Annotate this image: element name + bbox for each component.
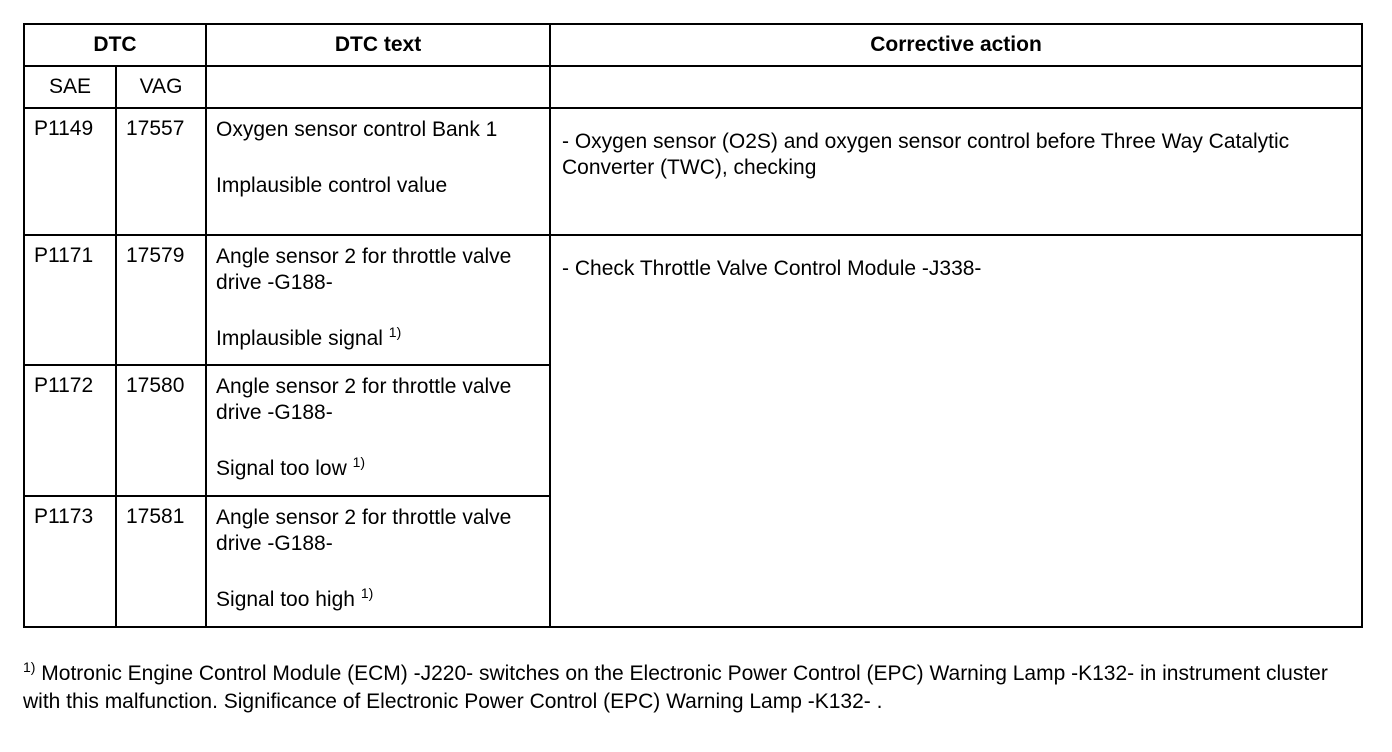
dtc-text-cell: Oxygen sensor control Bank 1 Implausible… xyxy=(205,107,552,236)
table-row: P1172 17580 Angle sensor 2 for throttle … xyxy=(23,364,1362,497)
table-subheader-row: SAE VAG xyxy=(23,65,1364,109)
vag-code: 17580 xyxy=(114,364,208,497)
header-dtc: DTC xyxy=(22,23,208,67)
table-row: P1173 17581 Angle sensor 2 for throttle … xyxy=(23,495,1362,628)
footnote-ref: 1) xyxy=(388,324,402,340)
dtc-condition-line: Signal too low 1) xyxy=(216,454,541,482)
footnote: 1) Motronic Engine Control Module (ECM) … xyxy=(23,660,1368,716)
dtc-text-cell: Angle sensor 2 for throttle valve drive … xyxy=(205,495,552,628)
subheader-sae: SAE xyxy=(23,65,117,109)
corrective-action-text: - Oxygen sensor (O2S) and oxygen sensor … xyxy=(562,130,1290,179)
vag-code: 17557 xyxy=(114,107,208,236)
sae-code: P1172 xyxy=(23,364,117,497)
dtc-description: Oxygen sensor control Bank 1 xyxy=(216,118,498,141)
dtc-description: Angle sensor 2 for throttle valve drive … xyxy=(216,245,512,294)
footnote-ref: 1) xyxy=(360,585,374,601)
subheader-empty-action xyxy=(549,65,1364,109)
dtc-description: Angle sensor 2 for throttle valve drive … xyxy=(216,375,512,424)
table-row: P1171 17579 Angle sensor 2 for throttle … xyxy=(23,234,1364,628)
footnote-marker: 1) xyxy=(23,659,36,675)
dtc-condition: Signal too low xyxy=(216,457,347,480)
table-row: P1149 17557 Oxygen sensor control Bank 1… xyxy=(23,107,1364,236)
dtc-condition: Signal too high xyxy=(216,588,355,611)
footnote-ref: 1) xyxy=(352,454,366,470)
dtc-condition: Implausible control value xyxy=(216,174,448,197)
vag-code: 17579 xyxy=(114,234,208,366)
dtc-condition: Implausible signal xyxy=(216,327,383,350)
header-dtc-text: DTC text xyxy=(205,23,552,67)
vag-code: 17581 xyxy=(114,495,208,628)
sae-code: P1173 xyxy=(23,495,117,628)
table-header-row: DTC DTC text Corrective action xyxy=(22,23,1364,67)
sae-code: P1149 xyxy=(23,107,117,236)
subheader-vag: VAG xyxy=(114,65,208,109)
dtc-table: DTC DTC text Corrective action SAE VAG P… xyxy=(22,23,1364,628)
dtc-condition-line: Signal too high 1) xyxy=(216,585,541,613)
dtc-text-cell: Angle sensor 2 for throttle valve drive … xyxy=(205,234,552,366)
corrective-action-text: - Check Throttle Valve Control Module -J… xyxy=(562,257,982,280)
dtc-condition-line: Implausible signal 1) xyxy=(216,324,541,352)
sae-code: P1171 xyxy=(23,234,117,366)
dtc-text-cell: Angle sensor 2 for throttle valve drive … xyxy=(205,364,552,497)
header-corrective-action: Corrective action xyxy=(549,23,1364,67)
corrective-action-cell: - Check Throttle Valve Control Module -J… xyxy=(549,234,1364,628)
corrective-action-cell: - Oxygen sensor (O2S) and oxygen sensor … xyxy=(549,107,1364,236)
footnote-text: Motronic Engine Control Module (ECM) -J2… xyxy=(23,662,1328,713)
subheader-empty-text xyxy=(205,65,552,109)
dtc-description: Angle sensor 2 for throttle valve drive … xyxy=(216,506,512,555)
